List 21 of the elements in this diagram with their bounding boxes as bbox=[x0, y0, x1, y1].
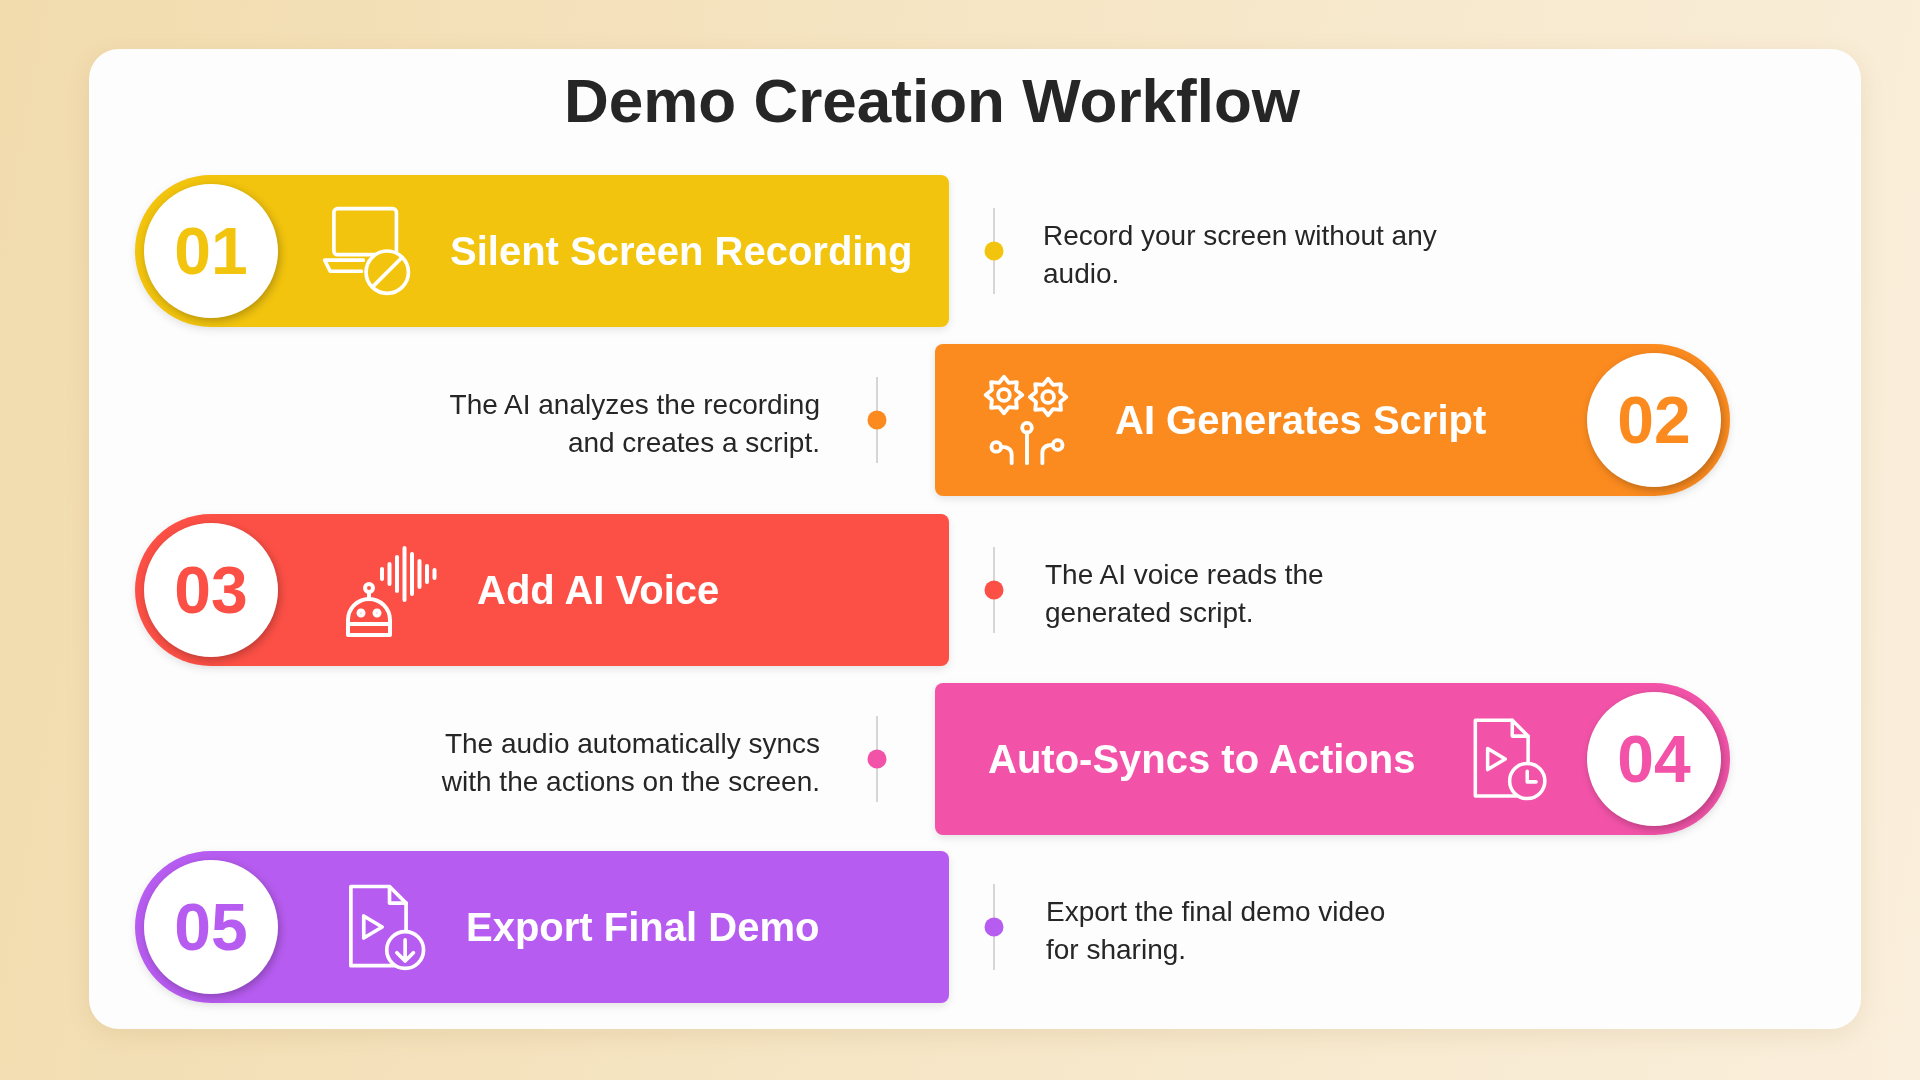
step-title: Auto-Syncs to Actions bbox=[988, 736, 1416, 783]
step-banner bbox=[135, 514, 949, 666]
step-number: 03 bbox=[144, 523, 278, 657]
step-number: 02 bbox=[1587, 353, 1721, 487]
step-number: 05 bbox=[144, 860, 278, 994]
step-title: Silent Screen Recording bbox=[450, 228, 913, 275]
diagram-title: Demo Creation Workflow bbox=[564, 65, 1300, 137]
step-description: The AI analyzes the recording and creates a script. bbox=[448, 388, 820, 460]
step-description: Export the final demo video for sharing. bbox=[1046, 895, 1387, 967]
step-description: Record your screen without any audio. bbox=[1043, 219, 1438, 291]
step-title: AI Generates Script bbox=[1115, 397, 1487, 444]
step-description: The AI voice reads the generated script. bbox=[1045, 558, 1325, 630]
step-title: Export Final Demo bbox=[466, 904, 820, 951]
step-banner bbox=[935, 344, 1730, 496]
step-title: Add AI Voice bbox=[477, 567, 720, 614]
step-description: The audio automatically syncs with the actions on the screen. bbox=[440, 727, 820, 799]
step-number: 01 bbox=[144, 184, 278, 318]
step-banner bbox=[135, 175, 949, 327]
step-number: 04 bbox=[1587, 692, 1721, 826]
step-banner bbox=[135, 851, 949, 1003]
step-banner bbox=[935, 683, 1730, 835]
